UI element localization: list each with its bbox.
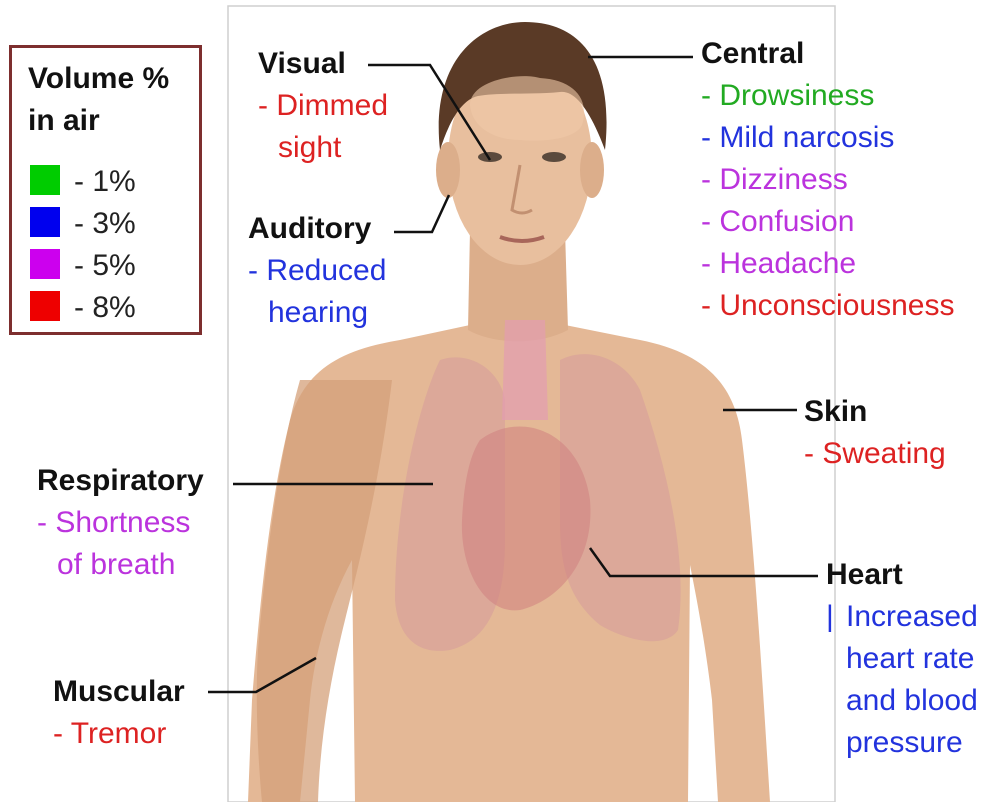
respiratory-title: Respiratory xyxy=(37,460,204,502)
legend-item-8pct: - 8% xyxy=(30,287,136,329)
legend-item-3pct: - 3% xyxy=(30,203,136,245)
auditory-title: Auditory xyxy=(248,208,386,250)
respiratory-symptom-breath: of breath xyxy=(37,544,204,586)
trachea-overlay xyxy=(502,320,548,420)
skin-symptom-sweating: - Sweating xyxy=(804,433,946,475)
heart-bullet-mark: | xyxy=(826,596,834,638)
heart-symptom-rate: heart rate xyxy=(826,638,978,680)
right-ear xyxy=(580,142,604,198)
legend-title-line2: in air xyxy=(28,100,169,142)
label-muscular: Muscular - Tremor xyxy=(53,671,185,755)
legend-title: Volume % in air xyxy=(28,58,169,142)
label-visual: Visual - Dimmed sight xyxy=(258,43,388,169)
legend-title-line1: Volume % xyxy=(28,58,169,100)
label-central: Central - Drowsiness - Mild narcosis - D… xyxy=(701,33,954,327)
auditory-symptom-hearing: hearing xyxy=(248,292,386,334)
auditory-symptom-reduced: - Reduced xyxy=(248,250,386,292)
legend-label: - 1% xyxy=(74,165,136,198)
label-respiratory: Respiratory - Shortness of breath xyxy=(37,460,204,586)
brain-overlay xyxy=(470,76,584,141)
legend-swatch xyxy=(30,249,60,279)
central-symptom-drowsiness: - Drowsiness xyxy=(701,75,954,117)
legend-swatch xyxy=(30,165,60,195)
label-auditory: Auditory - Reduced hearing xyxy=(248,208,386,334)
legend-swatch xyxy=(30,207,60,237)
muscular-symptom-tremor: - Tremor xyxy=(53,713,185,755)
skin-title: Skin xyxy=(804,391,946,433)
legend: Volume % in air - 1% - 3% - 5% - 8% xyxy=(9,45,202,335)
legend-label: - 5% xyxy=(74,249,136,282)
legend-item-1pct: - 1% xyxy=(30,161,136,203)
legend-label: - 3% xyxy=(74,207,136,240)
central-symptom-dizziness: - Dizziness xyxy=(701,159,954,201)
central-symptom-headache: - Headache xyxy=(701,243,954,285)
visual-symptom-dimmed: - Dimmed xyxy=(258,85,388,127)
heart-symptom-blood: and blood xyxy=(826,680,978,722)
legend-label: - 8% xyxy=(74,291,136,324)
heart-symptom-pressure: pressure xyxy=(826,722,978,764)
central-symptom-narcosis: - Mild narcosis xyxy=(701,117,954,159)
central-title: Central xyxy=(701,33,954,75)
central-symptom-unconsciousness: - Unconsciousness xyxy=(701,285,954,327)
left-ear xyxy=(436,142,460,198)
respiratory-symptom-shortness: - Shortness xyxy=(37,502,204,544)
left-eye xyxy=(478,152,502,162)
visual-title: Visual xyxy=(258,43,388,85)
heart-title: Heart xyxy=(826,554,978,596)
muscular-title: Muscular xyxy=(53,671,185,713)
legend-swatch xyxy=(30,291,60,321)
label-heart: Heart Increased heart rate and blood pre… xyxy=(826,554,978,764)
central-symptom-confusion: - Confusion xyxy=(701,201,954,243)
heart-symptom-increased: Increased xyxy=(826,596,978,638)
legend-item-5pct: - 5% xyxy=(30,245,136,287)
right-eye xyxy=(542,152,566,162)
label-skin: Skin - Sweating xyxy=(804,391,946,475)
visual-symptom-sight: sight xyxy=(258,127,388,169)
